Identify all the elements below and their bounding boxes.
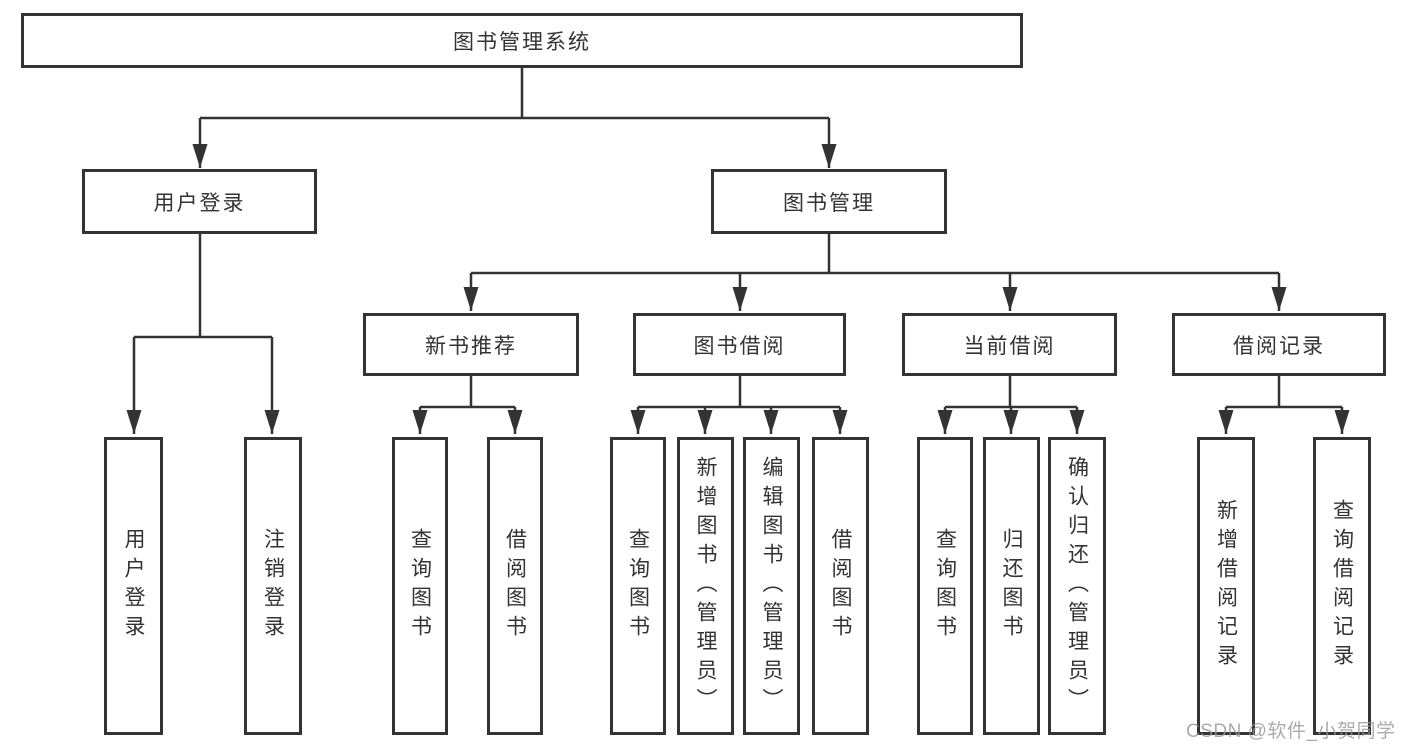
csdn-watermark: CSDN @软件_小贺同学 <box>1186 721 1396 742</box>
edge-book-borrow-rail <box>638 376 840 409</box>
edge-book-management-rail <box>471 234 1279 275</box>
edge-group-book-management <box>463 234 1287 311</box>
node-user-login: 用户登录 <box>82 169 317 234</box>
node-new-book-recommend: 新书推荐 <box>363 313 579 376</box>
leaf-query-books-2: 查询图书 <box>610 437 666 735</box>
leaf-borrow-books-2-label: 借阅图书 <box>829 528 852 644</box>
leaf-add-borrow-record-label: 新增借阅记录 <box>1214 499 1238 673</box>
leaf-query-borrow-record: 查询借阅记录 <box>1313 437 1371 735</box>
leaf-query-books-1-label: 查询图书 <box>408 528 432 644</box>
node-borrow-records-label: 借阅记录 <box>1233 334 1325 358</box>
edge-user-login-rail <box>134 234 272 339</box>
leaf-logout-label: 注销登录 <box>261 528 285 644</box>
leaf-add-books-admin: 新增图书（管理员） <box>677 437 734 735</box>
node-borrow-records: 借阅记录 <box>1172 313 1386 376</box>
leaf-edit-books-admin: 编辑图书（管理员） <box>743 437 800 735</box>
edge-group-book-borrow <box>630 376 848 434</box>
node-book-management: 图书管理 <box>711 169 947 234</box>
leaf-query-borrow-record-label: 查询借阅记录 <box>1330 499 1354 673</box>
node-book-management-label: 图书管理 <box>783 191 875 215</box>
edge-group-current-borrow <box>937 376 1085 434</box>
edge-borrow-records-rail <box>1226 376 1342 409</box>
leaf-add-borrow-record: 新增借阅记录 <box>1197 437 1255 735</box>
node-user-login-label: 用户登录 <box>153 191 246 215</box>
node-root-label: 图书管理系统 <box>453 30 591 54</box>
leaf-query-books-1: 查询图书 <box>392 437 448 735</box>
node-new-book-recommend-label: 新书推荐 <box>425 334 517 358</box>
edge-group-borrow-records <box>1218 376 1350 434</box>
edge-new-book-rail <box>420 376 515 409</box>
edge-group-new-book-recommend <box>412 376 523 434</box>
node-book-borrow: 图书借阅 <box>633 313 846 376</box>
node-current-borrow-label: 当前借阅 <box>963 334 1056 358</box>
leaf-confirm-return-admin-label: 确认归还（管理员） <box>1065 455 1089 717</box>
leaf-user-login: 用户登录 <box>104 437 163 735</box>
node-book-borrow-label: 图书借阅 <box>693 334 786 358</box>
node-root: 图书管理系统 <box>21 13 1023 68</box>
edge-current-borrow-rail <box>945 376 1077 409</box>
leaf-confirm-return-admin: 确认归还（管理员） <box>1048 437 1106 735</box>
leaf-return-books-label: 归还图书 <box>1000 528 1023 644</box>
leaf-logout: 注销登录 <box>244 437 302 735</box>
leaf-query-books-3-label: 查询图书 <box>933 528 957 644</box>
leaf-user-login-label: 用户登录 <box>122 528 145 644</box>
leaf-return-books: 归还图书 <box>983 437 1040 735</box>
leaf-query-books-3: 查询图书 <box>917 437 973 735</box>
edge-group-user-login <box>126 234 280 434</box>
leaf-borrow-books-2: 借阅图书 <box>812 437 869 735</box>
leaf-borrow-books-1-label: 借阅图书 <box>503 528 527 644</box>
node-current-borrow: 当前借阅 <box>902 313 1117 376</box>
leaf-add-books-admin-label: 新增图书（管理员） <box>694 455 717 717</box>
leaf-edit-books-admin-label: 编辑图书（管理员） <box>760 455 783 717</box>
leaf-query-books-2-label: 查询图书 <box>626 528 650 644</box>
leaf-borrow-books-1: 借阅图书 <box>487 437 543 735</box>
edge-root-rail <box>200 68 829 120</box>
edge-group-root <box>192 68 837 168</box>
